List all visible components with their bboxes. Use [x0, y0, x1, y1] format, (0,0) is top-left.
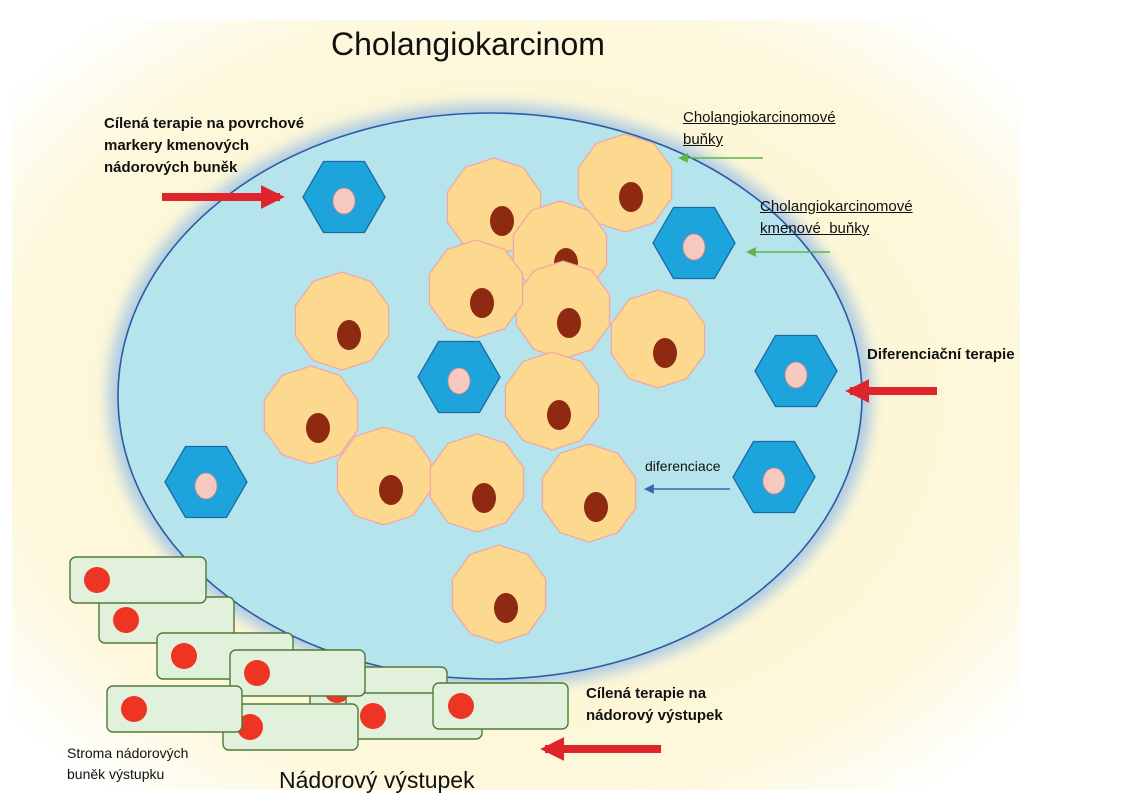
cancer-cell-nucleus [494, 593, 518, 623]
cancer-cell [336, 426, 432, 526]
stroma-cell-nucleus [237, 714, 263, 740]
diagram-title: Cholangiokarcinom [331, 26, 605, 62]
niche-label: Nádorový výstupek [279, 767, 475, 793]
cancer-cell-nucleus [584, 492, 608, 522]
cancer-cells-line-1: Cholangiokarcinomové [683, 109, 836, 126]
stem-cells [164, 160, 838, 519]
targeted-surface-line-3: nádorových buněk [104, 159, 238, 176]
stem-cells-label: Cholangiokarcinomové kmenové buňky [760, 196, 913, 240]
cancer-cell [429, 433, 525, 533]
cancer-cell [451, 544, 547, 644]
cancer-cell-nucleus [379, 475, 403, 505]
cancer-cell-nucleus [337, 320, 361, 350]
cancer-cell-nucleus [619, 182, 643, 212]
cancer-cell [428, 239, 524, 339]
cancer-cell [610, 289, 706, 389]
cancer-cell-nucleus [306, 413, 330, 443]
targeted-niche-therapy-label: Cílená terapie na nádorový výstupek [586, 683, 723, 727]
cancer-cell-nucleus [547, 400, 571, 430]
stem-cell-nucleus [762, 467, 786, 495]
cancer-cell [541, 443, 637, 543]
cancer-cell [577, 133, 673, 233]
stroma-cell-nucleus [360, 703, 386, 729]
stem-cell-nucleus [332, 187, 356, 215]
stem-cell-nucleus [194, 472, 218, 500]
cancer-cell-nucleus [653, 338, 677, 368]
stroma-line-2: buněk výstupku [67, 766, 165, 782]
stroma-label: Stroma nádorových buněk výstupku [67, 743, 188, 785]
stroma-cell-nucleus [84, 567, 110, 593]
cancer-cell-nucleus [490, 206, 514, 236]
stroma-cell [106, 685, 243, 733]
cancer-cells-label: Cholangiokarcinomové buňky [683, 107, 836, 151]
stroma-cell-nucleus [171, 643, 197, 669]
cancer-cell-nucleus [472, 483, 496, 513]
targeted-surface-therapy-label: Cílená terapie na povrchové markery kmen… [104, 113, 304, 179]
cancer-cells-line-2: buňky [683, 131, 724, 148]
stem-cells-line-2: kmenové buňky [760, 220, 870, 237]
stroma-cell [229, 649, 366, 697]
targeted-surface-line-2: markery kmenových [104, 137, 250, 154]
cancer-cell [263, 365, 359, 465]
targeted-surface-line-1: Cílená terapie na povrchové [104, 115, 305, 132]
stroma-line-1: Stroma nádorových [67, 745, 189, 761]
stem-cell-nucleus [447, 367, 471, 395]
stroma-cells [69, 556, 569, 751]
stroma-cell-nucleus [121, 696, 147, 722]
stem-cell-nucleus [682, 233, 706, 261]
differentiation-label: diferenciace [645, 458, 721, 474]
stem-cells-line-1: Cholangiokarcinomové [760, 198, 913, 215]
cancer-cells [263, 133, 706, 644]
stroma-cell-nucleus [448, 693, 474, 719]
cancer-cell-nucleus [557, 308, 581, 338]
cancer-cell [504, 351, 600, 451]
targeted-niche-line-2: nádorový výstupek [586, 707, 723, 724]
differentiation-therapy-label: Diferenciační terapie [867, 346, 1015, 363]
cancer-cell [294, 271, 390, 371]
cancer-cell-nucleus [470, 288, 494, 318]
stroma-cell-nucleus [244, 660, 270, 686]
stroma-cell-nucleus [113, 607, 139, 633]
stem-cell-nucleus [784, 361, 808, 389]
targeted-niche-line-1: Cílená terapie na [586, 685, 707, 702]
cancer-cell [515, 260, 611, 360]
stroma-cell [69, 556, 207, 604]
